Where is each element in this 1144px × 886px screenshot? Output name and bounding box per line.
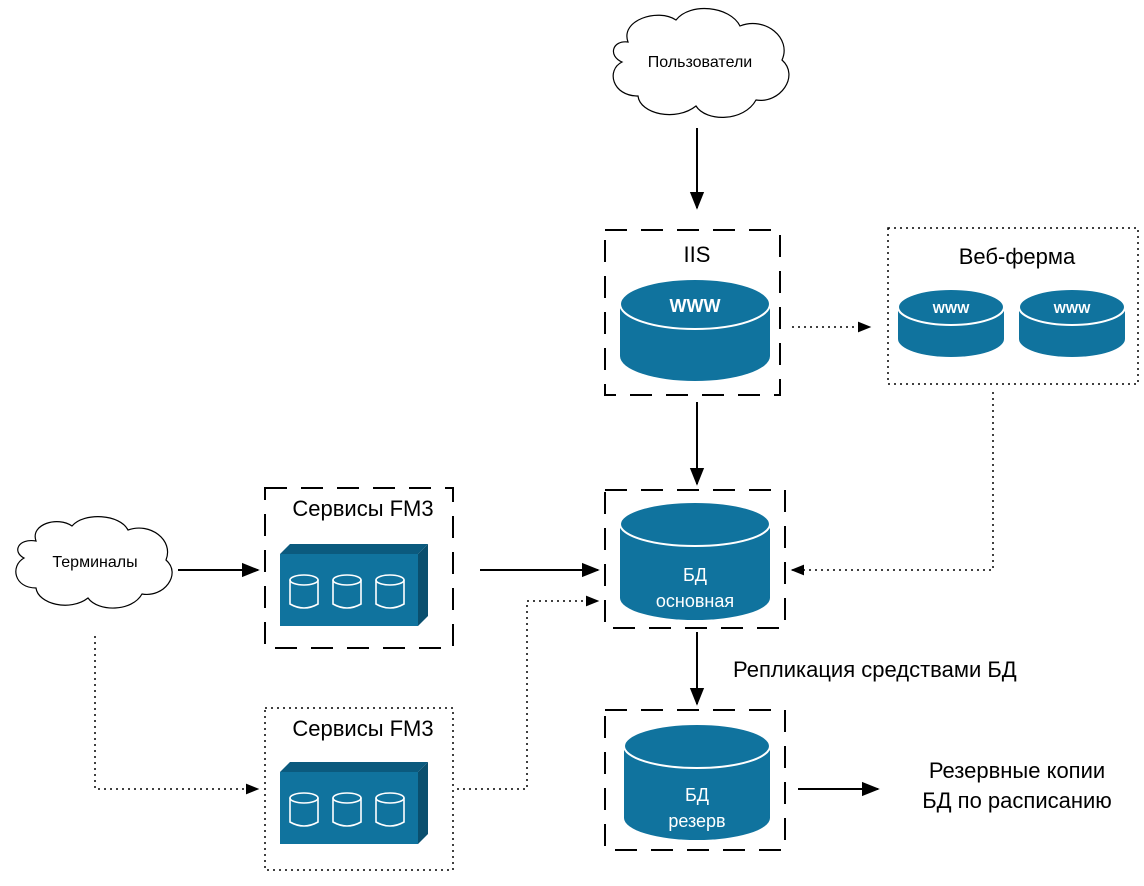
users-label: Пользователи [648,54,752,71]
services-backup-border [264,707,454,871]
backups-label-line1: Резервные копии [929,758,1105,783]
services-main-border [264,487,454,649]
db-reserve-label-line2: резерв [668,811,725,831]
webfarm-www-label-1: WWW [933,301,971,316]
iis-www-label: WWW [670,296,721,316]
webfarm-www-disk-2: WWW [1018,288,1126,357]
services-main-storage-icon [280,544,428,626]
cloud-shape [15,516,173,609]
terminals-cloud: Терминалы [15,516,173,609]
db-main-border [604,489,786,629]
webfarm-title: Веб-ферма [959,244,1076,269]
services-main-title: Сервисы FM3 [292,496,433,521]
edge-webfarm-to-db-main [790,392,994,576]
services-main-group: Сервисы FM3 [264,487,454,649]
db-reserve-border [604,709,786,851]
webfarm-group-border [887,227,1139,385]
db-main-cylinder: БД основная [619,501,771,620]
iis-group-border [604,229,781,396]
db-main-label-line1: БД [683,565,707,585]
webfarm-www-label-2: WWW [1054,301,1092,316]
cloud-shape [612,7,790,118]
services-backup-group: Сервисы FM3 [264,707,454,871]
edge-services-backup-to-db-main [457,595,600,790]
iis-group: IIS WWW [604,229,781,396]
users-cloud: Пользователи [612,7,790,118]
db-reserve-label-line1: БД [685,785,709,805]
db-reserve-group: БД резерв [604,709,786,851]
db-main-group: БД основная [604,489,786,629]
edge-terminals-to-services-backup [94,636,260,795]
backups-label-line2: БД по расписанию [922,788,1112,813]
iis-title: IIS [684,242,711,267]
iis-www-disk: WWW [619,278,771,381]
db-main-label-line2: основная [656,591,734,611]
db-reserve-cylinder: БД резерв [623,723,771,840]
terminals-label: Терминалы [52,554,137,571]
services-backup-title: Сервисы FM3 [292,716,433,741]
webfarm-group: Веб-ферма WWW WWW [887,227,1139,385]
webfarm-www-disk-1: WWW [897,288,1005,357]
replication-label: Репликация средствами БД [733,657,1017,682]
services-backup-storage-icon [280,762,428,844]
